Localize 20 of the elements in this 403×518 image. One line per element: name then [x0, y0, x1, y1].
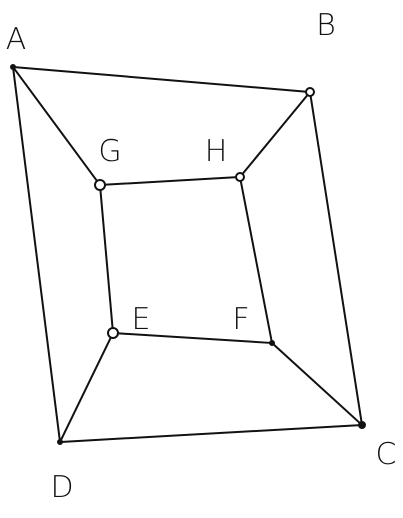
vertex-label: C — [374, 439, 398, 471]
graph-edge — [118, 332, 270, 344]
graph-edge — [12, 68, 61, 440]
vertex-label: F — [231, 304, 251, 336]
graph-edge — [310, 96, 362, 422]
vertex-label: A — [4, 24, 28, 56]
graph-edge — [242, 94, 308, 174]
vertex-label: H — [204, 136, 228, 168]
graph-edge — [100, 190, 114, 328]
graph-edge — [14, 68, 98, 182]
vertex-label: D — [49, 472, 75, 504]
graph-edge — [105, 176, 236, 186]
vertex-label: E — [130, 304, 152, 336]
graph-edge — [15, 66, 306, 93]
graph-edge — [62, 424, 359, 443]
graph-edge — [240, 180, 272, 342]
vertex-label: G — [97, 136, 123, 168]
vertex-label: B — [315, 10, 337, 42]
graph-edge — [60, 337, 112, 440]
graph-edge — [273, 344, 360, 424]
